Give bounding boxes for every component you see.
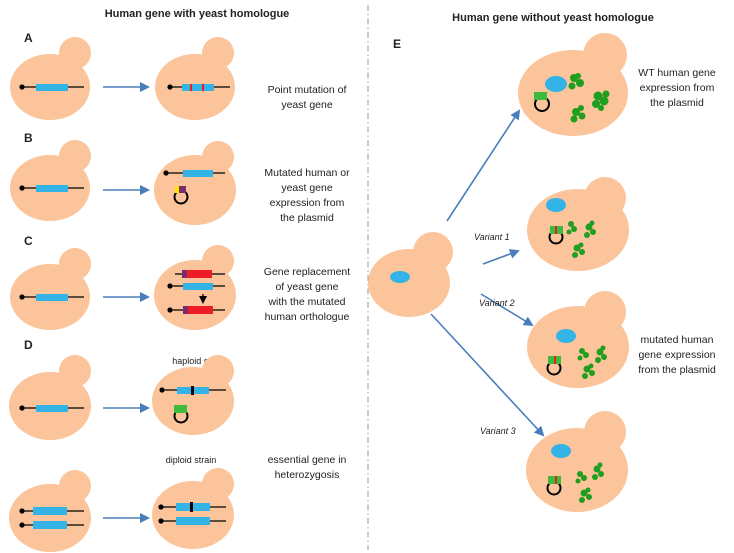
panel-c-desc-line: of yeast gene <box>275 281 338 293</box>
protein-icon <box>575 462 604 503</box>
plasmid <box>173 186 189 205</box>
yeast-cell-variant-1 <box>527 177 629 271</box>
arrow <box>430 313 545 437</box>
mut-desc-line: from the plasmid <box>638 364 716 376</box>
wt-desc-line: WT human gene <box>638 67 716 79</box>
nucleus <box>390 271 410 283</box>
protein-icon <box>577 345 607 379</box>
yeast-gene <box>36 84 68 91</box>
variant-3-label: Variant 3 <box>480 426 516 436</box>
panel-c-desc-line: with the mutated <box>267 296 345 308</box>
panel-b: Mutated human or yeast gene expression f… <box>10 140 350 225</box>
yeast-cell <box>10 248 91 330</box>
wt-desc-line: the plasmid <box>650 97 704 109</box>
chromosome <box>19 84 84 91</box>
panel-d-desc-line: heterozygosis <box>275 469 340 481</box>
right-title: Human gene without yeast homologue <box>452 12 654 24</box>
chromosome <box>167 84 230 91</box>
yeast-cell <box>368 232 453 317</box>
chromosome <box>159 386 226 395</box>
variant-1-label: Variant 1 <box>474 232 510 242</box>
panel-letter-c: C <box>24 234 33 248</box>
protein-icon <box>566 220 596 258</box>
yeast-cell <box>154 245 236 330</box>
panel-c: Gene replacement of yeast gene with the … <box>10 245 350 330</box>
point-mutation <box>190 84 192 91</box>
chromosome <box>19 405 84 412</box>
chromosome <box>158 502 226 525</box>
arrow <box>446 109 521 222</box>
panel-a: Point mutation of yeast gene <box>10 37 346 120</box>
panel-letter-a: A <box>24 31 33 45</box>
panel-letter-e: E <box>393 37 401 51</box>
panel-b-desc-line: yeast gene <box>281 182 333 194</box>
panel-b-desc-line: expression from <box>270 197 345 209</box>
panel-b-desc-line: the plasmid <box>280 212 334 224</box>
yeast-cell-wt <box>518 33 628 136</box>
mut-desc-line: mutated human <box>641 334 714 346</box>
panel-a-desc-line: Point mutation of <box>268 84 347 96</box>
point-mutation <box>202 84 204 91</box>
panel-a-desc-line: yeast gene <box>281 99 333 111</box>
nucleus <box>551 444 571 458</box>
nucleus <box>546 198 566 212</box>
protein-icon <box>568 73 610 123</box>
chromosome <box>19 507 84 529</box>
variant-2-label: Variant 2 <box>479 298 515 308</box>
yeast-cell <box>10 37 91 120</box>
replacement-cassette <box>167 270 225 314</box>
yeast-cell <box>154 141 236 225</box>
panel-d-desc-line: essential gene in <box>268 454 347 466</box>
arrow <box>482 249 520 265</box>
mutated-gene <box>182 84 214 91</box>
yeast-cell <box>152 468 234 549</box>
arrow <box>480 293 534 327</box>
yeast-cell <box>10 140 91 221</box>
panel-letter-b: B <box>24 131 33 145</box>
plasmid <box>546 356 562 376</box>
left-title: Human gene with yeast homologue <box>105 8 290 20</box>
chromosome <box>19 185 84 192</box>
yeast-cell-variant-3 <box>526 411 628 512</box>
diploid-strain-label: diploid strain <box>166 455 217 465</box>
nucleus <box>545 76 567 92</box>
yeast-cell-variant-2 <box>527 291 629 388</box>
panel-b-desc-line: Mutated human or <box>264 167 350 179</box>
mut-desc-line: gene expression <box>638 349 715 361</box>
plasmid <box>534 92 550 112</box>
panel-letter-d: D <box>24 338 33 352</box>
haploid-strain-label: haploid strain <box>172 356 226 366</box>
panel-e: Variant 1 Variant 2 Variant 3 WT human g… <box>368 33 716 512</box>
chromosome <box>163 170 225 177</box>
plasmid <box>548 226 564 245</box>
yeast-cell <box>152 355 234 435</box>
panel-c-desc-line: Gene replacement <box>264 266 350 278</box>
panel-c-desc-line: human orthologue <box>265 311 350 323</box>
wt-desc-line: expression from <box>640 82 715 94</box>
yeast-cell <box>155 37 235 120</box>
plasmid <box>173 405 189 424</box>
plasmid <box>546 476 562 496</box>
yeast-cell <box>9 470 91 552</box>
chromosome <box>19 294 84 301</box>
nucleus <box>556 329 576 343</box>
yeast-cell <box>9 355 91 440</box>
panel-d: haploid strain diploid <box>9 355 347 552</box>
